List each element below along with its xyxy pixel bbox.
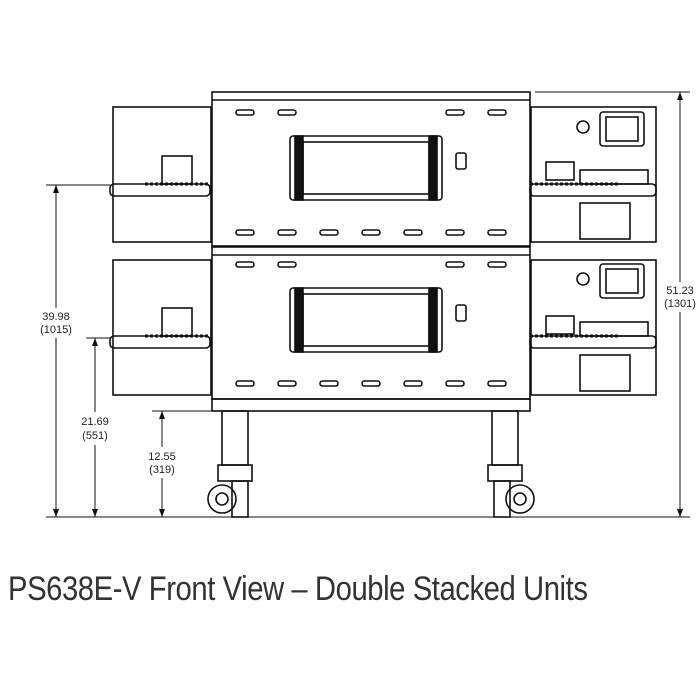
right-caster-mount [487, 464, 523, 482]
oven-stand [207, 398, 535, 518]
lower-door-window [289, 287, 443, 353]
right-caster-wheel [505, 484, 535, 514]
vent-slot [235, 261, 255, 268]
upper-door-window [289, 135, 443, 201]
lower-left-side-panel [112, 259, 212, 396]
lower-right-control-panel [530, 259, 657, 396]
base-arrow-bottom [159, 509, 165, 517]
upper-left-side-panel [112, 106, 212, 243]
lower-right-box [545, 315, 575, 335]
upper-right-control-panel [530, 106, 657, 243]
left-caster-wheel [207, 484, 237, 514]
lower-right-tray [579, 321, 649, 337]
upper-left-conveyor [109, 183, 211, 197]
dim-lower-conveyor-metric: (551) [82, 430, 108, 442]
upper-control-screen [599, 111, 645, 147]
vent-slot [403, 229, 423, 236]
right-caster-hub [513, 492, 527, 506]
vent-slot [235, 109, 255, 116]
overall-arrow-top [677, 92, 683, 100]
vent-slot [235, 229, 255, 236]
vent-slot [361, 229, 381, 236]
vent-slot [487, 109, 507, 116]
upper-door-left-bracket [294, 135, 304, 201]
upper-arrow-top [53, 185, 59, 193]
base-arrow-top [159, 411, 165, 419]
dim-upper-conveyor-metric: (1015) [40, 324, 72, 336]
lower-door-glass [302, 293, 430, 347]
lower-right-lower-box [579, 354, 631, 392]
vent-slot [319, 380, 339, 387]
lower-door-handle [455, 304, 467, 322]
upper-door-handle [455, 152, 467, 170]
dim-base-imperial: 12.55 [148, 451, 176, 463]
stand-right-leg [491, 410, 519, 466]
lower-arrow-bottom [92, 509, 98, 517]
figure-caption: PS638E-V Front View – Double Stacked Uni… [8, 570, 588, 608]
vent-slot [487, 229, 507, 236]
vent-slot [445, 229, 465, 236]
left-caster-mount [217, 464, 253, 482]
lower-door-left-bracket [294, 287, 304, 353]
oven-vents [235, 109, 507, 387]
upper-right-conveyor [529, 183, 657, 197]
lower-control-knob [576, 272, 590, 286]
lower-control-screen [599, 263, 645, 299]
lower-left-box [161, 307, 193, 337]
dimension-arrowheads [53, 92, 683, 517]
lower-oven-main-body [211, 246, 531, 400]
upper-control-knob [576, 120, 590, 134]
upper-right-lower-box [579, 202, 631, 240]
right-caster-bracket [493, 480, 511, 518]
upper-right-tray [579, 169, 649, 185]
vent-slot [361, 380, 381, 387]
dim-base-metric: (319) [149, 464, 175, 476]
overall-arrow-bottom [677, 509, 683, 517]
vent-slot [319, 229, 339, 236]
dim-upper-conveyor-imperial: 39.98 [42, 311, 70, 323]
upper-left-box [161, 155, 193, 185]
vent-slot [487, 261, 507, 268]
vent-slot [487, 380, 507, 387]
vent-slot [445, 109, 465, 116]
lower-door-right-bracket [428, 287, 438, 353]
vent-slot [277, 380, 297, 387]
upper-door-right-bracket [428, 135, 438, 201]
vent-slot [445, 261, 465, 268]
vent-slot [277, 229, 297, 236]
upper-right-box [545, 161, 575, 181]
stand-left-leg [221, 410, 249, 466]
upper-arrow-bottom [53, 509, 59, 517]
lower-screen-inner [605, 268, 639, 294]
vent-slot [403, 380, 423, 387]
vent-slot [277, 109, 297, 116]
lower-arrow-top [92, 338, 98, 346]
stand-base-frame [211, 398, 531, 412]
dim-overall-height-imperial: 51.23 [666, 285, 694, 297]
lower-right-conveyor [529, 335, 657, 349]
left-caster-bracket [231, 480, 249, 518]
upper-screen-inner [605, 116, 639, 142]
vent-slot [235, 380, 255, 387]
lower-left-conveyor [109, 335, 211, 349]
upper-oven-unit [109, 91, 657, 247]
lower-oven-unit [109, 246, 657, 400]
dim-lower-conveyor-imperial: 21.69 [81, 416, 109, 428]
dimension-lines [46, 91, 690, 518]
upper-oven-main-body [211, 91, 531, 247]
upper-door-glass [302, 141, 430, 195]
left-caster-hub [215, 492, 229, 506]
vent-slot [445, 380, 465, 387]
vent-slot [277, 261, 297, 268]
dim-overall-height-metric: (1301) [664, 298, 696, 310]
